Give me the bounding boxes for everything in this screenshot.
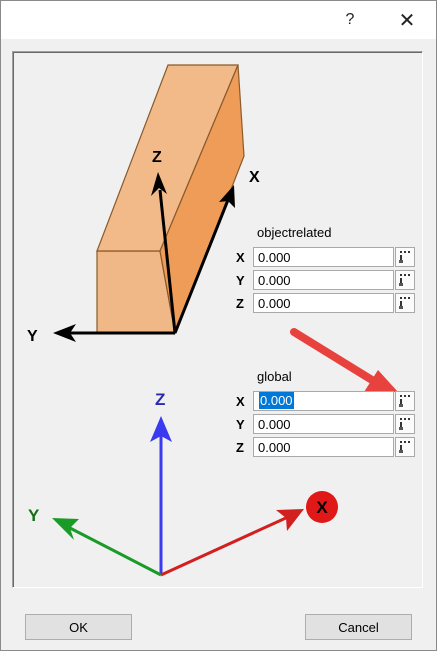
- box-z-label: Z: [152, 149, 162, 166]
- global-y-field[interactable]: [253, 414, 394, 434]
- pick-point-icon: [399, 418, 410, 430]
- content-panel: [12, 51, 423, 588]
- close-icon: ✕: [398, 9, 416, 32]
- objectrelated-z-pick-button[interactable]: [395, 293, 415, 313]
- global-x-pick-button[interactable]: [395, 391, 415, 411]
- global-label: global: [257, 369, 292, 384]
- objectrelated-z-field[interactable]: [253, 293, 394, 313]
- pick-point-icon: [399, 395, 410, 407]
- objectrelated-x-label: X: [236, 250, 245, 265]
- pointer-arrowhead: [364, 370, 398, 392]
- pick-point-icon: [399, 441, 410, 453]
- objectrelated-y-pick-button[interactable]: [395, 270, 415, 290]
- global-x-field-selection: 0.000: [259, 392, 294, 409]
- objectrelated-y-field[interactable]: [253, 270, 394, 290]
- box-z-arrowhead: [151, 172, 167, 196]
- box-x-arrowhead: [219, 185, 235, 208]
- global-x-arrowhead: [276, 509, 304, 531]
- global-z-field[interactable]: [253, 437, 394, 457]
- box-y-arrowhead: [53, 324, 76, 342]
- global-y-arrowhead: [52, 518, 79, 540]
- global-z-pick-button[interactable]: [395, 437, 415, 457]
- pick-point-icon: [399, 274, 410, 286]
- objectrelated-x-pick-button[interactable]: [395, 247, 415, 267]
- global-x-axis-label: X: [236, 394, 245, 409]
- global-y-label: Y: [28, 506, 40, 525]
- global-y-axis-label: Y: [236, 417, 245, 432]
- pick-point-icon: [399, 251, 410, 263]
- cancel-button[interactable]: Cancel: [305, 614, 412, 640]
- global-z-axis-label: Z: [236, 440, 244, 455]
- box-x-label: X: [249, 169, 260, 186]
- global-x-label: X: [316, 498, 328, 517]
- box-y-label: Y: [27, 328, 38, 345]
- box-side-face: [159, 64, 245, 336]
- help-icon: ?: [345, 11, 355, 28]
- global-z-label: Z: [155, 390, 165, 409]
- title-bar: ? ✕: [1, 1, 436, 39]
- objectrelated-y-label: Y: [236, 273, 245, 288]
- help-button[interactable]: ?: [330, 1, 370, 39]
- objectrelated-label: objectrelated: [257, 225, 332, 240]
- close-button[interactable]: ✕: [387, 1, 427, 39]
- ok-button[interactable]: OK: [25, 614, 132, 640]
- objectrelated-z-label: Z: [236, 296, 244, 311]
- global-z-arrowhead: [150, 416, 172, 442]
- objectrelated-x-field[interactable]: [253, 247, 394, 267]
- global-y-pick-button[interactable]: [395, 414, 415, 434]
- global-x-circle: [306, 491, 338, 523]
- pick-point-icon: [399, 297, 410, 309]
